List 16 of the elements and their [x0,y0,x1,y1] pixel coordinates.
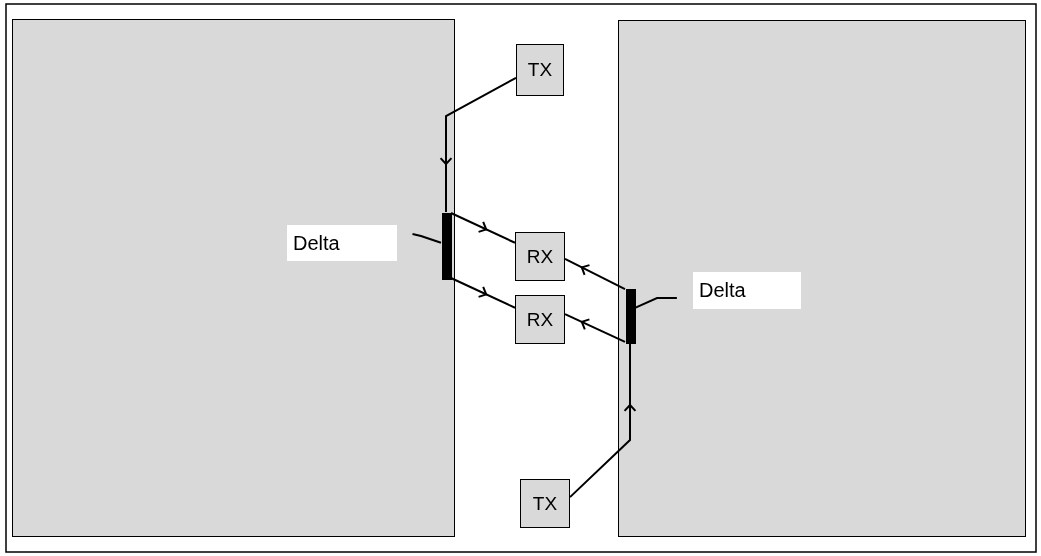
signal-box [515,295,565,344]
connector-bar [626,289,636,344]
callout-label: Delta [293,231,340,255]
connector-bar [442,213,452,280]
label-box [287,225,397,261]
signal-label: TX [532,492,558,515]
signal-label: RX [526,245,554,268]
panel [12,19,455,537]
signal-box [516,44,564,96]
callout-label: Delta [699,279,746,302]
signal-box [515,232,565,281]
signal-box [520,479,570,528]
label-box [693,272,801,309]
signal-label: TX [527,59,553,81]
signal-label: RX [526,308,554,331]
panel [618,20,1026,537]
